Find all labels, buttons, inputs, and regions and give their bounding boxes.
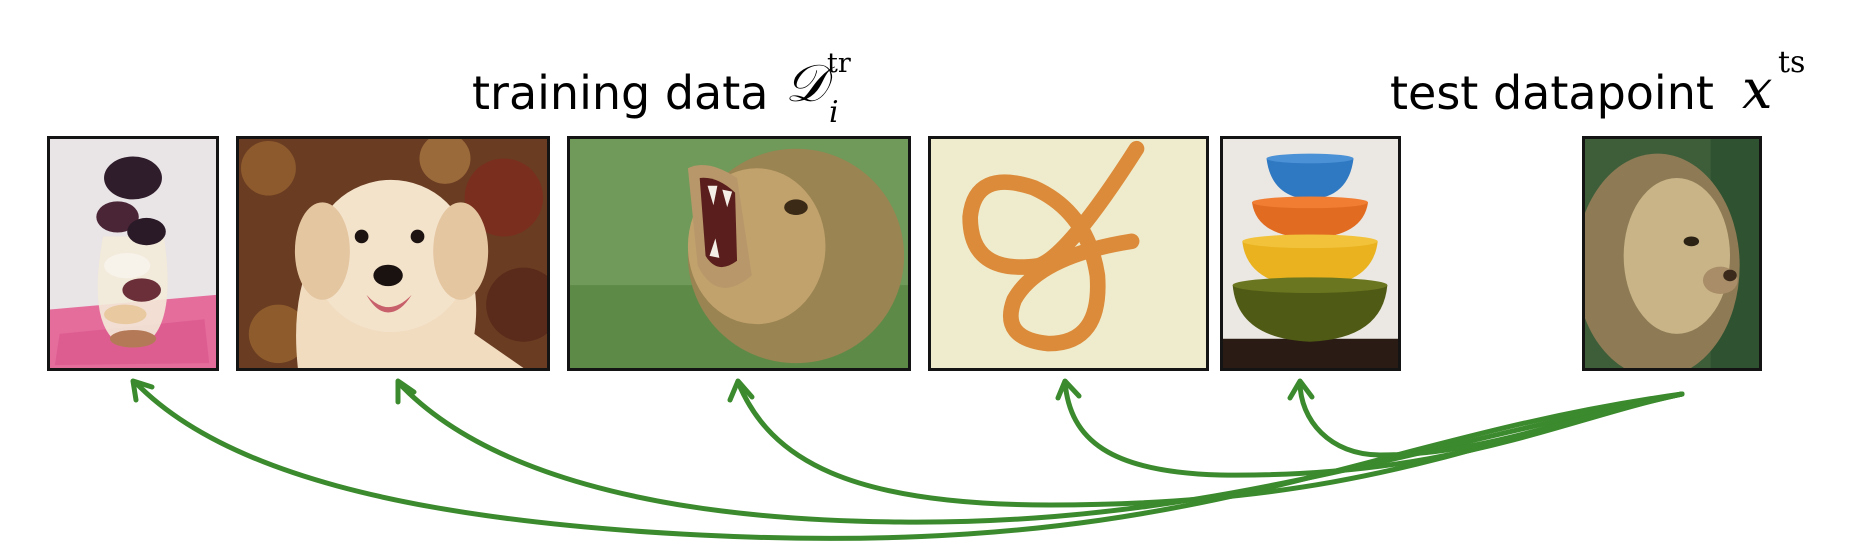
- image-parfait: [47, 136, 219, 371]
- arrow-to-bowls: [1297, 379, 1685, 458]
- arrowhead-bowls: [1287, 378, 1315, 401]
- arrow-to-parfait: [132, 379, 1685, 541]
- test-symbol-sup: ts: [1778, 45, 1806, 80]
- training-symbol-sub: i: [829, 95, 839, 130]
- image-dog: [236, 136, 550, 371]
- test-datapoint-text: test datapoint: [1390, 66, 1714, 120]
- training-symbol-base: 𝒟: [785, 54, 827, 114]
- arrowhead-loop: [1055, 378, 1082, 401]
- training-data-text: training data: [472, 66, 769, 120]
- arrowhead-dog: [395, 378, 417, 405]
- test-datapoint-symbol: x ts: [1742, 45, 1852, 122]
- arrow-to-lion-roaring: [735, 379, 1685, 508]
- test-datapoint-label: test datapoint: [1390, 70, 1714, 116]
- training-data-label: training data: [472, 70, 768, 116]
- training-symbol-sup: tr: [827, 48, 851, 79]
- test-symbol-base: x: [1742, 58, 1773, 121]
- arrowhead-parfait: [130, 378, 155, 403]
- arrowhead-lion-roaring: [727, 378, 755, 403]
- image-bowls: [1220, 136, 1401, 371]
- training-data-symbol: 𝒟 tr i: [785, 48, 895, 128]
- arrow-to-dog: [395, 379, 1685, 525]
- image-loop: [928, 136, 1209, 371]
- image-lion-roaring: [567, 136, 911, 371]
- image-lion-test: [1582, 136, 1762, 371]
